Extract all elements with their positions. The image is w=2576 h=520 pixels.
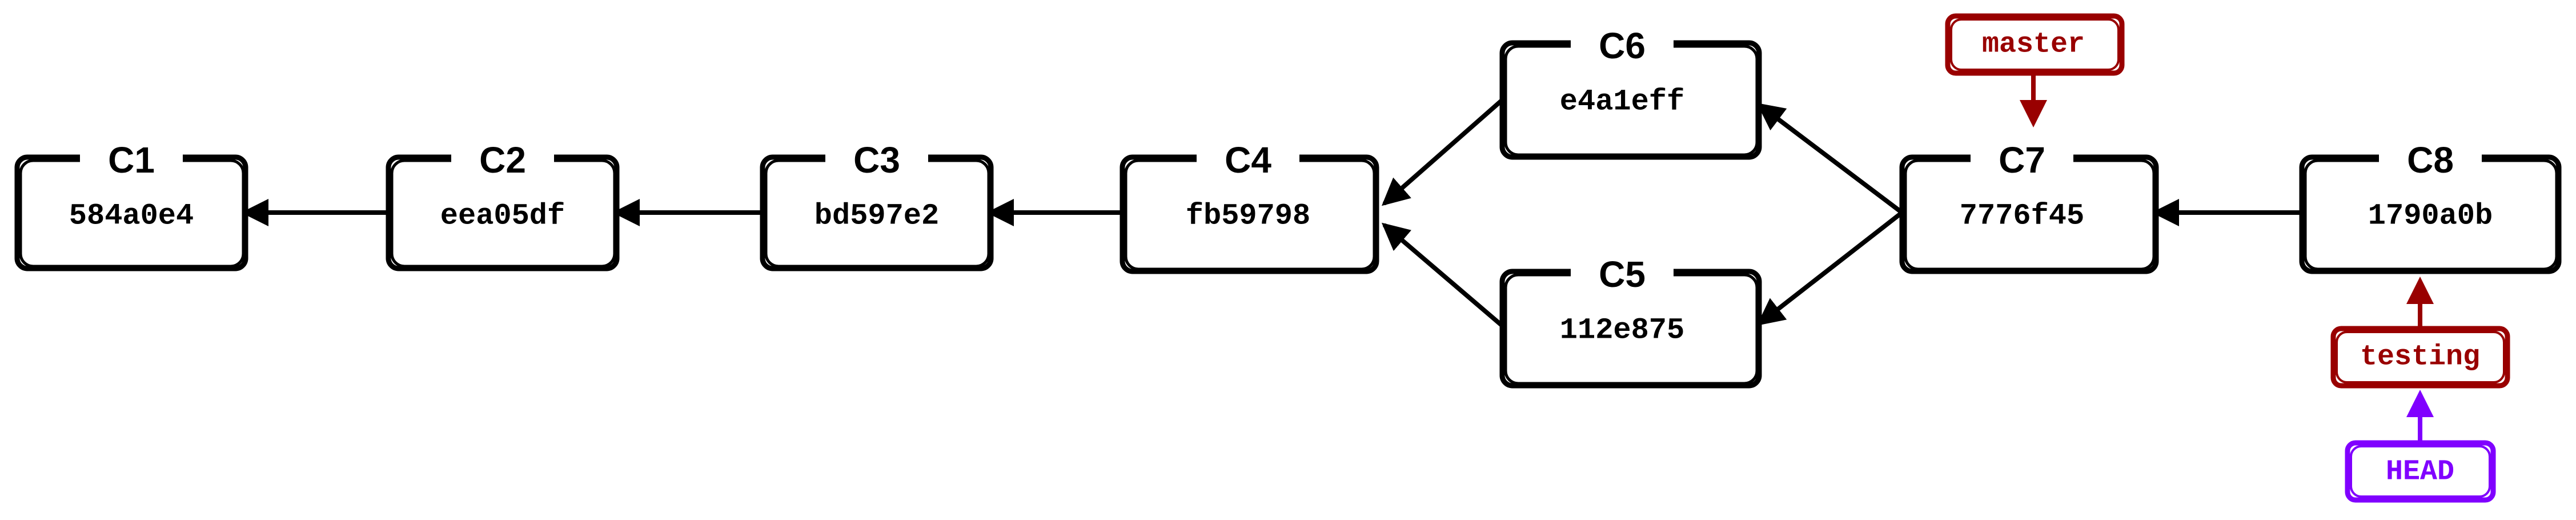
commit-hash: 584a0e4 [69,199,194,233]
ref-label: master [1982,29,2085,61]
commit-name: C4 [1225,139,1271,181]
commit-c8[interactable]: C8 1790a0b [2299,139,2562,274]
commit-c1[interactable]: C1 584a0e4 [14,139,248,271]
edge-c5-to-c4 [1381,222,1504,328]
commit-name: C8 [2407,139,2454,181]
edge-c6-to-c4 [1381,98,1504,206]
edge-c7-to-c6 [1756,103,1904,215]
commit-edges [241,98,2304,328]
commit-c5[interactable]: C5 112e875 [1499,254,1762,389]
commit-name: C3 [853,139,900,181]
ref-pointers [2020,73,2434,443]
edge-c7-to-c5 [1756,210,1904,326]
commit-name: C1 [108,139,155,181]
commit-c2[interactable]: C2 eea05df [386,139,620,271]
commit-name: C2 [479,139,526,181]
commit-name: C7 [1999,139,2045,181]
commit-hash: fb59798 [1186,199,1310,233]
commit-c7[interactable]: C7 7776f45 [1899,139,2159,274]
commit-hash: 112e875 [1560,314,1684,347]
ref-master[interactable]: master [1945,13,2125,76]
commit-name: C6 [1599,25,1646,66]
commit-hash: e4a1eff [1560,85,1684,119]
ref-head[interactable]: HEAD [2345,440,2496,503]
commit-hash: 1790a0b [2368,199,2493,233]
commit-c3[interactable]: C3 bd597e2 [760,139,994,271]
commit-hash: 7776f45 [1960,199,2084,233]
commit-c6[interactable]: C6 e4a1eff [1499,25,1762,160]
ref-label: testing [2360,341,2480,374]
commit-c4[interactable]: C4 fb59798 [1120,139,1379,274]
ref-testing[interactable]: testing [2330,326,2510,389]
commit-hash: bd597e2 [814,199,939,233]
commit-hash: eea05df [440,199,565,233]
ref-label: HEAD [2386,456,2454,489]
commit-name: C5 [1599,254,1646,295]
